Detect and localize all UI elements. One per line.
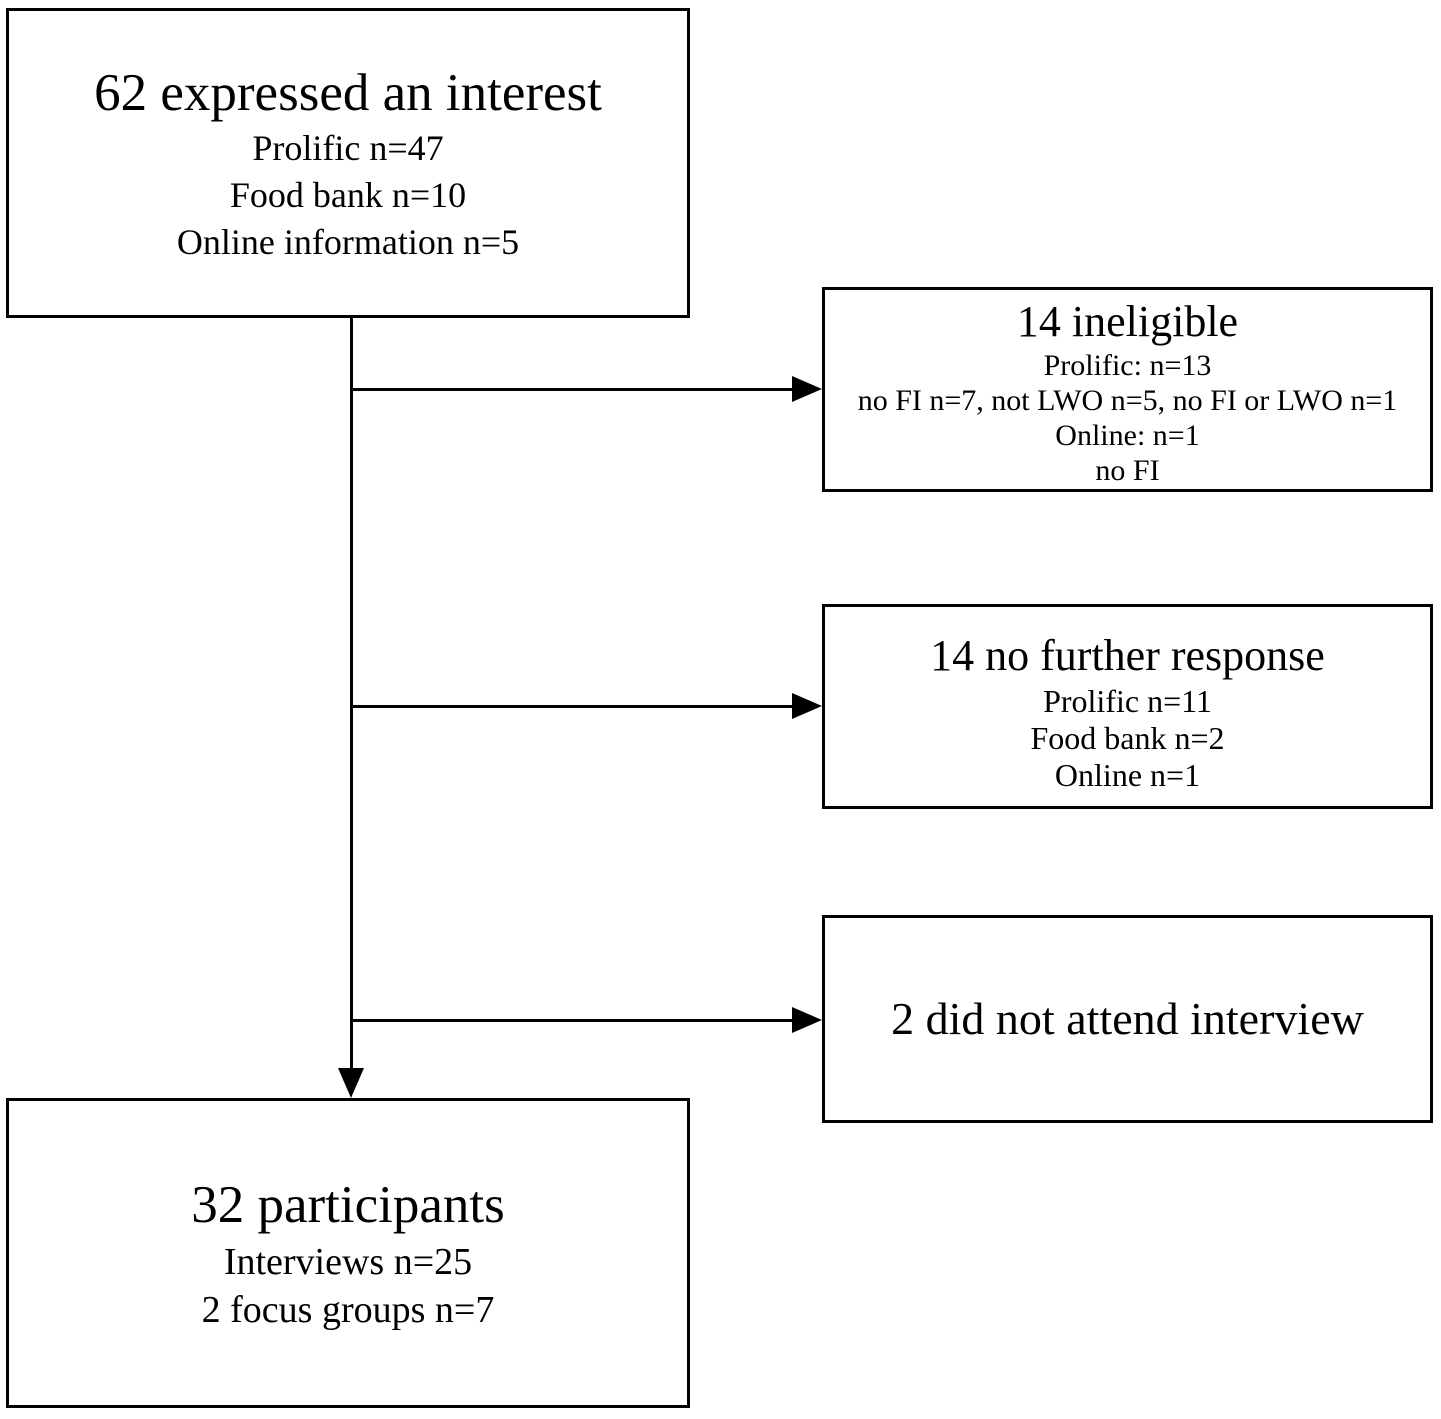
arrowhead-right-icon xyxy=(792,376,822,402)
node-no-further-response-line: Online n=1 xyxy=(1054,757,1201,793)
node-did-not-attend: 2 did not attend interview xyxy=(822,915,1433,1123)
connector-branch-no-further-response xyxy=(352,705,794,708)
node-expressed-interest-line: Online information n=5 xyxy=(176,222,520,262)
node-no-further-response: 14 no further response Prolific n=11 Foo… xyxy=(822,604,1433,809)
node-ineligible-title: 14 ineligible xyxy=(1016,297,1239,346)
node-participants-line: 2 focus groups n=7 xyxy=(201,1289,495,1331)
node-ineligible-line: Prolific: n=13 xyxy=(1043,349,1212,382)
node-participants-title: 32 participants xyxy=(191,1176,505,1234)
connector-branch-did-not-attend xyxy=(352,1019,794,1022)
node-ineligible-line: no FI n=7, not LWO n=5, no FI or LWO n=1 xyxy=(857,384,1398,417)
arrowhead-right-icon xyxy=(792,1007,822,1033)
node-ineligible: 14 ineligible Prolific: n=13 no FI n=7, … xyxy=(822,287,1433,492)
node-ineligible-line: Online: n=1 xyxy=(1055,419,1200,452)
node-expressed-interest-line: Prolific n=47 xyxy=(252,128,444,168)
node-no-further-response-line: Prolific n=11 xyxy=(1043,683,1212,719)
node-expressed-interest: 62 expressed an interest Prolific n=47 F… xyxy=(6,8,690,318)
node-ineligible-line: no FI xyxy=(1095,454,1160,487)
connector-main-vertical xyxy=(350,318,353,1070)
node-participants: 32 participants Interviews n=25 2 focus … xyxy=(6,1098,690,1408)
arrowhead-right-icon xyxy=(792,693,822,719)
connector-branch-ineligible xyxy=(352,388,794,391)
arrowhead-down-icon xyxy=(338,1068,364,1098)
node-expressed-interest-line: Food bank n=10 xyxy=(229,175,467,215)
node-participants-line: Interviews n=25 xyxy=(223,1241,473,1283)
node-no-further-response-title: 14 no further response xyxy=(930,631,1325,680)
node-expressed-interest-title: 62 expressed an interest xyxy=(94,64,602,122)
node-no-further-response-line: Food bank n=2 xyxy=(1030,720,1225,756)
node-did-not-attend-title: 2 did not attend interview xyxy=(891,993,1364,1044)
